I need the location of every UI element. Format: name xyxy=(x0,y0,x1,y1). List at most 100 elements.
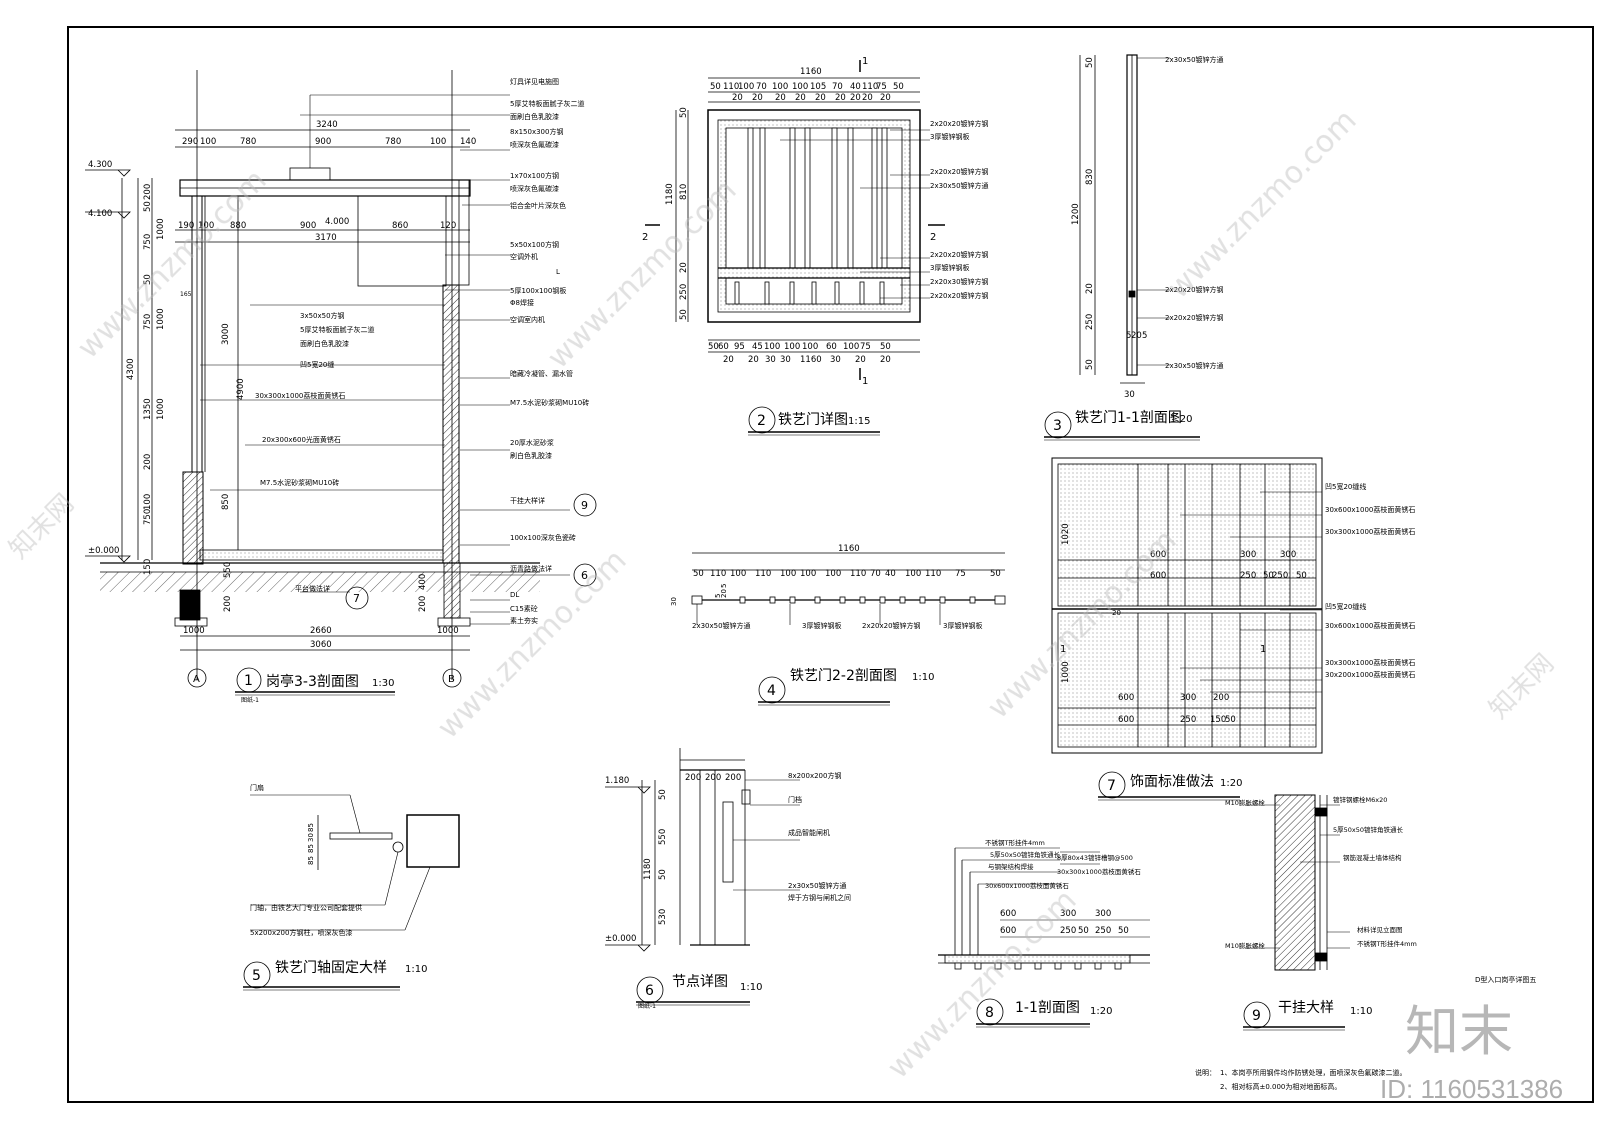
d6-dim-50a: 50 xyxy=(658,789,668,800)
d2-dim-bottom: 95 xyxy=(734,342,745,352)
d2-dim-bottom: 50 xyxy=(880,342,891,352)
d2-dim-bottom: 100 xyxy=(843,342,859,352)
d1-dim-row2: 900 xyxy=(300,221,316,231)
d2-dim-top: 50 xyxy=(893,82,904,92)
d4-total: 1160 xyxy=(838,544,860,554)
d3-dim-20: 20 xyxy=(1131,331,1142,341)
d6-callout: 焊于方钢与闸机之间 xyxy=(788,893,851,902)
d7-row1b: 600 xyxy=(1150,571,1166,581)
d8-row-b: 250 xyxy=(1060,926,1076,936)
d2-section-top: 1 xyxy=(862,56,868,67)
d1-dim-row2: 190 xyxy=(178,221,194,231)
d4-dim: 110 xyxy=(925,569,941,579)
drawing-rect xyxy=(954,962,962,970)
d1-axis-b: B xyxy=(448,674,455,685)
d1-callout: 3x50x50方钢 xyxy=(300,311,345,320)
d1-dim-bottom-1: 1000 xyxy=(183,626,205,636)
watermark-id: ID: 1160531386 xyxy=(1380,1074,1563,1104)
d8-row-a3: 300 xyxy=(1095,909,1111,919)
d4-number: 4 xyxy=(767,683,776,699)
d7-row1a: 300 xyxy=(1280,550,1296,560)
d2-title: 铁艺门详图 xyxy=(778,412,848,428)
d1-dim-row2: 880 xyxy=(230,221,246,231)
d7-row2a: 200 xyxy=(1213,693,1229,703)
drawing-rect xyxy=(879,596,886,604)
d3-callout: 2x30x50镀锌方通 xyxy=(1165,55,1224,64)
d8-row-b: 250 xyxy=(1095,926,1111,936)
d8-callout: 30x300x1000荔枝面黄锈石 xyxy=(1057,867,1141,876)
drawing-rect xyxy=(764,281,770,305)
d2-dim-250: 250 xyxy=(679,284,689,300)
d1-dim-top: 780 xyxy=(240,137,256,147)
d2-dim-top2: 20 xyxy=(775,93,786,103)
d8-callout: 5厚50x50镀锌角铁通长 xyxy=(990,850,1061,859)
d2-dim-top: 100 xyxy=(792,82,808,92)
d1-dim-left: 150 xyxy=(143,559,153,575)
d3-callout: 2x20x20镀锌方钢 xyxy=(1165,285,1224,294)
d2-dim-top2: 20 xyxy=(862,93,873,103)
drawing-rect xyxy=(839,596,846,604)
d1-dim-bottom-2: 2660 xyxy=(310,626,332,636)
d6-ref-sheet: 图纸-1 xyxy=(638,1002,656,1010)
d1-callout: 20x300x600光面黄锈石 xyxy=(262,435,341,444)
watermark-site-5: www.znzmo.com xyxy=(881,883,1084,1086)
d2-dim-top2: 20 xyxy=(815,93,826,103)
d1-dim-left: 750 xyxy=(143,314,153,330)
d1-inner-4900: 4900 xyxy=(236,378,246,400)
drawing-rect xyxy=(881,127,888,269)
sheet-label: D型入口岗亭详图五 xyxy=(1475,975,1536,984)
d7-row2b: 150 xyxy=(1210,715,1226,725)
d8-number: 8 xyxy=(985,1005,994,1021)
d1-dim-left: 750 xyxy=(143,509,153,525)
d2-dim-bottom2: 30 xyxy=(780,355,791,365)
d4-dim: 75 xyxy=(955,569,966,579)
d3-dim: 830 xyxy=(1085,169,1095,185)
d2-dim-bottom: 100 xyxy=(764,342,780,352)
d6-dim-50b: 50 xyxy=(658,869,668,880)
drawing-rect xyxy=(734,281,740,305)
d4-dim: 110 xyxy=(755,569,771,579)
d1-inner-4000: 4.000 xyxy=(325,217,349,227)
d1-dim-row2: 860 xyxy=(392,221,408,231)
d9-callout: 镀锌钢螺栓M6x20 xyxy=(1333,795,1387,804)
d1-ref-sheet: 图纸-1 xyxy=(241,696,259,704)
drawing-rect xyxy=(834,281,840,305)
d2-dim-bottom: 75 xyxy=(860,342,871,352)
d5-number: 5 xyxy=(252,968,261,984)
d1-callout: 5厚艾特板面腻子灰二道 xyxy=(510,99,584,108)
d1-elev-4300: 4.300 xyxy=(88,160,112,170)
d4-dim-5a: 5 xyxy=(714,594,722,598)
d2-dim-bottom2: 20 xyxy=(723,355,734,365)
d8-row-b: 50 xyxy=(1078,926,1089,936)
d2-dim-top: 70 xyxy=(756,82,767,92)
d4-scale: 1:10 xyxy=(912,672,934,683)
detail-4-gate-section-2-2 xyxy=(691,552,1006,706)
d1-dim-left: 750 xyxy=(143,234,153,250)
d2-dim-top: 70 xyxy=(832,82,843,92)
d8-callout: 不锈钢T形挂件4mm xyxy=(985,838,1045,847)
d1-inner-3000: 3000 xyxy=(221,323,231,345)
drawing-rect xyxy=(811,281,817,305)
d1-ref-7: 7 xyxy=(353,592,360,605)
d1-callout: 凹5宽20缝 xyxy=(300,360,334,369)
d6-callout: 8x200x200方钢 xyxy=(788,771,841,780)
watermark-cn-2: 知末网 xyxy=(1484,649,1560,725)
d2-callout: 2x20x20镀锌方钢 xyxy=(930,167,989,176)
d4-dim-5b: 5 xyxy=(720,584,728,588)
watermark-site-3: www.znzmo.com xyxy=(1161,103,1364,306)
d4-dim: 110 xyxy=(850,569,866,579)
drawing-rect xyxy=(1054,962,1062,970)
d4-dim: 50 xyxy=(693,569,704,579)
d4-callout: 2x30x50镀锌方通 xyxy=(692,621,751,630)
d2-section-left: 2 xyxy=(642,232,648,243)
watermark-site-1: www.znzmo.com xyxy=(71,163,274,366)
d2-dim-top2: 20 xyxy=(835,93,846,103)
d2-dim-bottom2: 20 xyxy=(880,355,891,365)
d2-dim-bottom2: 20 xyxy=(748,355,759,365)
d6-callout: 门档 xyxy=(788,795,802,804)
d5-dim-85b: 85 xyxy=(307,844,315,853)
d2-dim-1180: 1180 xyxy=(665,183,675,205)
sheet-border xyxy=(67,26,1594,1103)
detail-7-cladding-standard xyxy=(1051,457,1323,801)
